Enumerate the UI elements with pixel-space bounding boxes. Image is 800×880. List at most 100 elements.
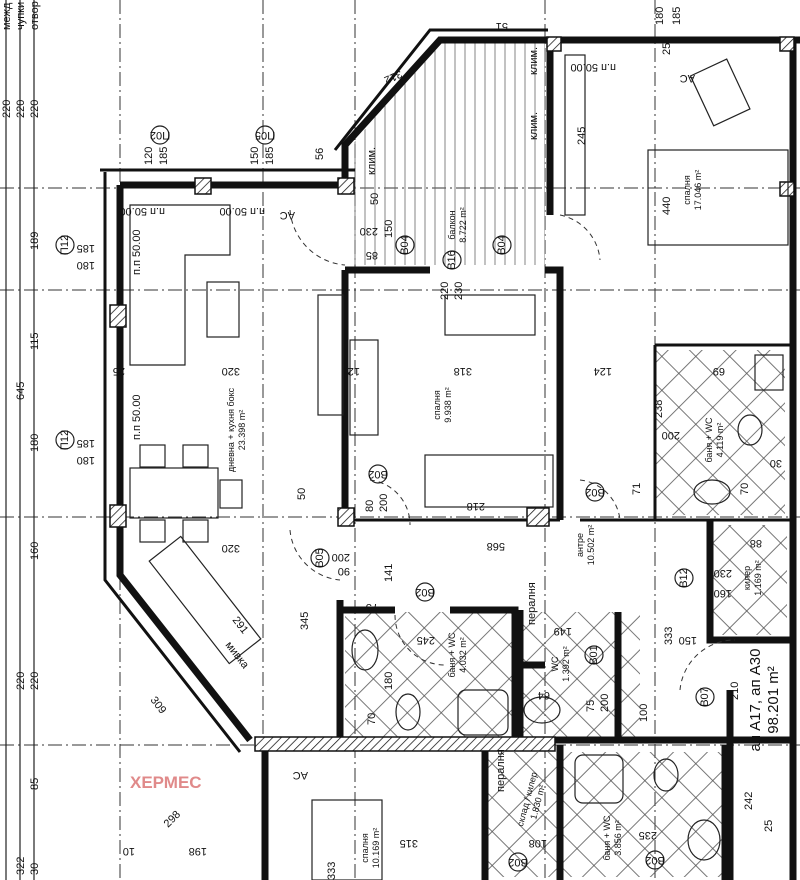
column [526,507,550,527]
dimension-label: 180 [654,7,666,25]
door-tag: В05 [314,548,326,568]
door-tag: П12 [59,235,71,255]
dimension-label: 25 [113,365,125,377]
dimension-label: 50 [296,488,308,500]
column [109,304,127,328]
dimension-label: 230 [714,567,732,579]
dimension-label: 185 [77,242,95,254]
bed [647,149,789,246]
sill-height: п.п 50.00 [570,61,616,73]
dimension-label: 210 [729,682,741,700]
door-tag: В02 [415,586,435,598]
door-tag: В02 [368,468,388,480]
dimension-label: 100 [638,704,650,722]
room-name: баня + WC [602,815,612,861]
dimension-label: 25 [661,43,673,55]
dimension-label: 185 [671,7,683,25]
dimension-label: 200 [378,494,390,512]
room-area: 4.032 m² [458,637,468,673]
door-tag: П02 [150,129,170,141]
dimension-label: 71 [631,483,643,495]
apartment-area: 98.201 m² [765,666,782,734]
balcony-floor [348,38,545,265]
door-tag: В02 [585,486,605,498]
room-area: 1.392 m² [561,646,571,682]
dimension-label: 180 [77,259,95,271]
dimension-label: 345 [299,612,311,630]
dimension-label: 70 [739,483,751,495]
column [779,36,795,52]
room-area: 10.169 m² [371,828,381,869]
door-tag: В04 [496,235,508,255]
dim-label: 30 [29,863,41,875]
dim-label: 85 [29,778,41,790]
dimension-label: 150 [679,634,697,646]
sink-label: мивка [223,639,252,671]
dimension-label: 235 [639,829,657,841]
toilet [395,693,421,731]
dimension-label: 56 [314,148,326,160]
dimension-labels: 312 51 180 185 25 245 440 120 185 150 18… [77,7,782,880]
room-name: баня + WC [704,417,714,463]
shower [457,689,509,736]
dim-label: 220 [29,100,41,118]
door-tag: П05 [255,129,275,141]
dimension-label: 242 [743,792,755,810]
room-name: WC [550,656,560,671]
dimension-label: 185 [77,437,95,449]
dimension-label: 200 [599,694,611,712]
door-tags: П02 П05 П12 П12 В04 В04 В16 В02 В02 В05 … [55,125,715,872]
dim-label: 160 [29,542,41,560]
dimension-label: 85 [366,249,378,261]
dimension-label: 10 [123,845,135,857]
room-name: антре [575,533,585,557]
column [337,177,355,195]
shower [754,354,784,391]
furniture [129,54,789,880]
sink [693,479,731,505]
armchair [689,58,751,127]
washer-label: пералня [495,749,507,792]
dimension-label: 218 [467,500,485,512]
dim-header: межд [1,2,13,30]
dimension-label: 333 [663,627,675,645]
dimension-label: 230 [453,282,465,300]
room-name: спалня [432,390,442,420]
dimension-label: 75 [366,601,378,613]
ac-label: AC [293,769,308,781]
ac-label: AC [280,209,295,221]
doors [289,209,736,691]
dimension-label: 88 [750,537,762,549]
toilet [523,696,561,724]
dimension-label: 160 [714,587,732,599]
dimension-label: 200 [332,551,350,563]
column [337,507,355,527]
closet-tiles [712,525,787,635]
dimension-label: 200 [662,429,680,441]
door-tag: В16 [446,250,458,270]
bath-tiles [345,612,640,737]
coffee-table [206,281,240,338]
dimension-label: 150 [383,220,395,238]
column [194,177,212,195]
dimension-label: 25 [763,820,775,832]
ac-unit-label: клим. [528,47,540,75]
dim-header: чупки [15,2,27,30]
door-tag: В12 [678,568,690,588]
room-name: баня + WC [447,632,457,678]
dimension-label: 50 [369,193,381,205]
bath-tiles [655,350,785,515]
dimension-label: 70 [366,713,378,725]
dimension-label: 315 [400,837,418,849]
bed [424,454,554,508]
dimension-label: 150 [249,147,261,165]
kitchen-counter [148,535,262,665]
dimension-label: 320 [222,542,240,554]
sink [351,629,379,671]
structural-wall [254,736,556,752]
dimension-label: 309 [148,694,169,716]
ac-unit-label: клим. [366,147,378,175]
room-name: дневна + кухня бокс [226,387,236,472]
room-name: спалня [360,833,370,863]
